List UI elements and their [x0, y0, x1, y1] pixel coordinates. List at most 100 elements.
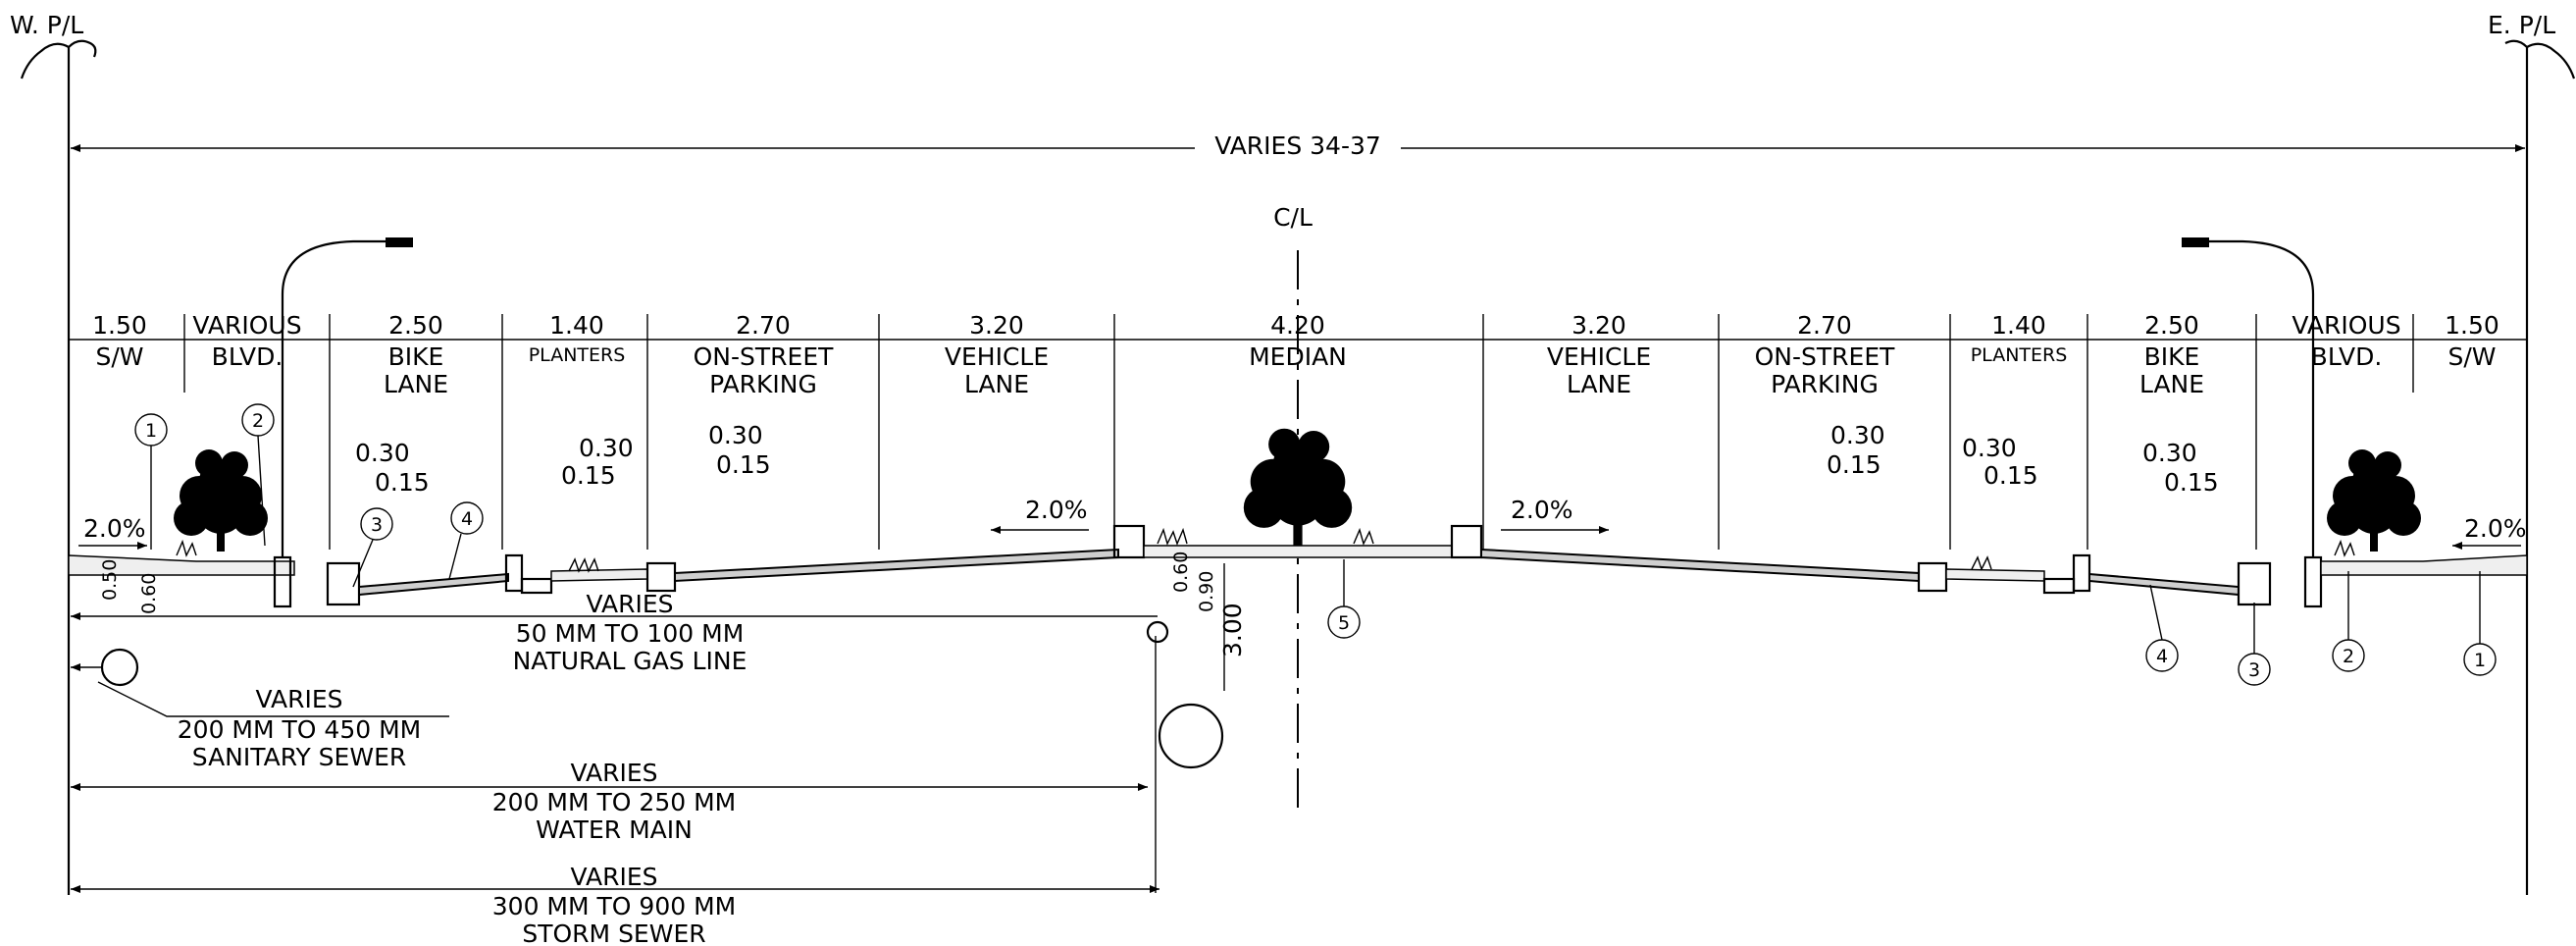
dim-bike-west-value: 2.50	[388, 311, 443, 340]
storm-size: 300 MM TO 900 MM	[492, 892, 736, 920]
dim-parking-east-label-1: ON-STREET	[1755, 342, 1896, 371]
dim-bike-east-label-2: LANE	[2139, 370, 2204, 398]
callouts: 1 2 3 4 5 4 3 2 1	[134, 403, 2497, 686]
offset-030-w1: 0.30	[355, 439, 410, 467]
dim-lane-west-label-1: VEHICLE	[945, 342, 1049, 371]
svg-text:1: 1	[145, 420, 157, 442]
slope-east-roadway: 2.0%	[1511, 496, 1573, 524]
dimension-labels: 1.50 S/W VARIOUS BLVD. 2.50 BIKE LANE 1.…	[92, 311, 2499, 398]
slope-west-roadway: 2.0%	[1025, 496, 1088, 524]
east-boulevard-tree	[2327, 449, 2421, 552]
offset-030-e2: 0.30	[1962, 434, 2017, 462]
dim-sidewalk-west-label: S/W	[95, 342, 143, 371]
callout-4-east: 4	[2145, 584, 2179, 672]
west-property-line-label: W. P/L	[10, 11, 83, 39]
gas-varies: VARIES	[586, 590, 673, 618]
dim-sidewalk-east-label: S/W	[2447, 342, 2496, 371]
depth-060-west: 0.60	[138, 573, 160, 614]
svg-text:4: 4	[2156, 646, 2168, 667]
offset-030-e1: 0.30	[1830, 421, 1885, 449]
west-boulevard-tree	[174, 449, 268, 552]
dim-boulevard-east-label: BLVD.	[2311, 342, 2383, 371]
depth-dimensions: 0.50 0.60 0.60 0.90 3.00	[99, 552, 1247, 691]
gas-name: NATURAL GAS LINE	[513, 647, 747, 675]
dim-lane-east-label-2: LANE	[1567, 370, 1631, 398]
median-tree	[1243, 428, 1353, 547]
sanitary-varies: VARIES	[255, 685, 342, 713]
dim-boulevard-west-label: BLVD.	[212, 342, 283, 371]
gas-line: VARIES 50 MM TO 100 MM NATURAL GAS LINE	[71, 590, 1169, 675]
west-property-line: W. P/L	[10, 11, 97, 895]
dim-lane-west-value: 3.20	[969, 311, 1024, 340]
offset-015-e1: 0.15	[1827, 450, 1881, 479]
water-name: WATER MAIN	[536, 815, 693, 844]
dim-boulevard-east-value: VARIOUS	[2292, 311, 2400, 340]
offset-015-e2: 0.15	[1984, 461, 2038, 490]
svg-text:3: 3	[2248, 659, 2260, 681]
dim-parking-west-label-2: PARKING	[709, 370, 817, 398]
offset-015-e3: 0.15	[2164, 468, 2219, 497]
west-street-light	[281, 237, 413, 557]
callout-5-median: 5	[1327, 559, 1361, 639]
overall-width-label: VARIES 34-37	[1214, 131, 1381, 160]
svg-text:3: 3	[371, 514, 383, 536]
dim-parking-west-value: 2.70	[736, 311, 791, 340]
callout-4-west: 4	[448, 501, 484, 580]
dim-lane-east-value: 3.20	[1571, 311, 1626, 340]
callout-3-east: 3	[2238, 603, 2271, 686]
offset-030-w2: 0.30	[579, 434, 634, 462]
dim-sidewalk-east-value: 1.50	[2445, 311, 2499, 340]
callout-2-east: 2	[2332, 571, 2365, 672]
dim-planters-east-label: PLANTERS	[1971, 344, 2068, 366]
road-profile	[68, 524, 2528, 608]
storm-varies: VARIES	[570, 863, 657, 891]
dim-bike-west-label-2: LANE	[384, 370, 448, 398]
dim-bike-east-value: 2.50	[2144, 311, 2199, 340]
dim-planters-west-value: 1.40	[549, 311, 604, 340]
dim-bike-east-label-1: BIKE	[2144, 342, 2200, 371]
water-varies: VARIES	[570, 759, 657, 787]
dim-median-value: 4.20	[1270, 311, 1325, 340]
east-property-line: E. P/L	[2488, 11, 2576, 895]
svg-text:2: 2	[2343, 646, 2354, 667]
depth-060-median: 0.60	[1170, 552, 1192, 593]
dimension-chain	[69, 314, 2527, 550]
slope-east-sidewalk: 2.0%	[2464, 514, 2527, 543]
sanitary-sewer: VARIES 200 MM TO 450 MM SANITARY SEWER	[71, 648, 449, 771]
offset-030-e3: 0.30	[2142, 439, 2197, 467]
dim-planters-east-value: 1.40	[1991, 311, 2046, 340]
offset-015-w2: 0.15	[561, 461, 616, 490]
svg-text:4: 4	[461, 508, 473, 530]
dim-median-label: MEDIAN	[1249, 342, 1347, 371]
storm-sewer: VARIES 300 MM TO 900 MM STORM SEWER	[71, 863, 1159, 946]
dim-boulevard-west-value: VARIOUS	[192, 311, 301, 340]
dim-parking-west-label-1: ON-STREET	[694, 342, 835, 371]
east-street-light	[2182, 237, 2315, 557]
depth-090-median: 0.90	[1196, 571, 1217, 612]
callout-1-east: 1	[2463, 571, 2497, 676]
offset-015-w3: 0.15	[716, 450, 771, 479]
overall-width-dimension: VARIES 34-37	[71, 131, 2525, 160]
dim-parking-east-label-2: PARKING	[1771, 370, 1879, 398]
water-main: VARIES 200 MM TO 250 MM WATER MAIN	[71, 636, 1224, 893]
callout-3-west: 3	[352, 507, 393, 588]
centerline-label: C/L	[1273, 203, 1313, 232]
depth-300-median: 3.00	[1218, 603, 1247, 657]
water-size: 200 MM TO 250 MM	[492, 788, 736, 816]
offset-dimensions: 0.30 0.15 0.30 0.15 0.30 0.15 0.30 0.15 …	[355, 421, 2219, 497]
svg-text:5: 5	[1338, 612, 1350, 634]
east-property-line-label: E. P/L	[2488, 11, 2555, 39]
callout-2-west: 2	[241, 403, 275, 547]
offset-015-w1: 0.15	[375, 468, 430, 497]
offset-030-w3: 0.30	[708, 421, 763, 449]
dim-bike-west-label-1: BIKE	[388, 342, 444, 371]
dim-sidewalk-west-value: 1.50	[92, 311, 147, 340]
sanitary-size: 200 MM TO 450 MM	[178, 715, 421, 744]
depth-050: 0.50	[99, 559, 121, 601]
dim-planters-west-label: PLANTERS	[529, 344, 626, 366]
slope-annotations: 2.0% 2.0% 2.0% 2.0%	[78, 496, 2527, 550]
dim-lane-east-label-1: VEHICLE	[1547, 342, 1651, 371]
svg-text:2: 2	[252, 410, 264, 432]
storm-name: STORM SEWER	[522, 920, 705, 946]
